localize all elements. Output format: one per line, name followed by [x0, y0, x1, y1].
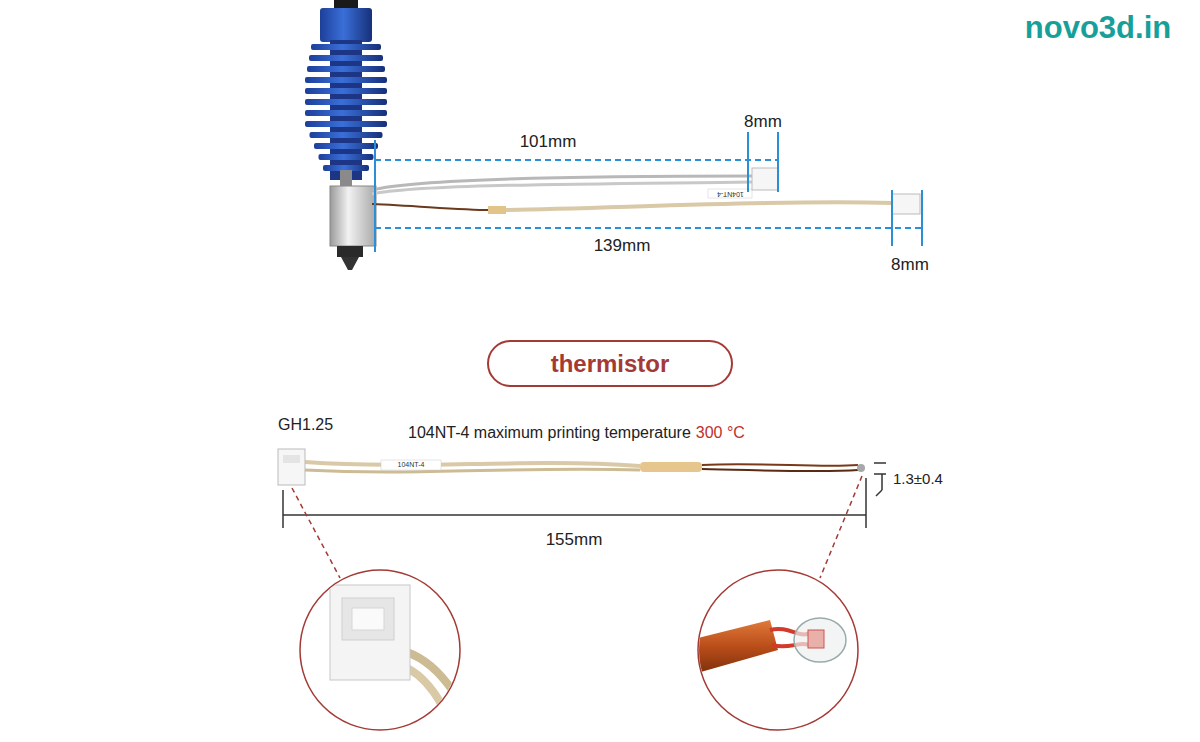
- dimension-text: 101mm: [520, 132, 577, 152]
- extension-line: [874, 473, 886, 475]
- dimension-text: 8mm: [891, 255, 929, 275]
- heatsink-fin: [310, 132, 383, 138]
- sleeve: [488, 206, 506, 214]
- glass-bead: [794, 618, 846, 662]
- dimension-text: 8mm: [744, 112, 782, 132]
- extension-line: [374, 140, 376, 252]
- dimension-line: [375, 227, 922, 229]
- extension-line: [747, 124, 749, 192]
- sticker-text: 104NT-4: [717, 190, 744, 198]
- dimension-text: 1.3±0.4: [893, 470, 943, 487]
- pill-text: thermistor: [551, 350, 670, 378]
- thermistor-lead: [372, 204, 490, 210]
- dimension-lines: [375, 124, 922, 252]
- thermistor-wire: [305, 462, 640, 466]
- thermistor-lead: [702, 464, 858, 466]
- wire-sticker: [708, 189, 752, 198]
- heatsink-fin: [311, 44, 381, 50]
- dimension-text: 139mm: [594, 236, 651, 256]
- thermistor-bead: [857, 464, 865, 472]
- heatsink-fin: [305, 77, 387, 83]
- dimension-lines: [283, 463, 886, 528]
- dimension-line: [283, 514, 866, 516]
- thermistor-connector: [892, 194, 920, 214]
- sticker-text: 104NT-4: [398, 461, 425, 469]
- heater-wire: [372, 182, 752, 194]
- extension-line: [777, 124, 779, 192]
- thermistor-wire: [305, 469, 640, 472]
- heatsink-top: [320, 8, 372, 42]
- extension-line: [874, 462, 886, 464]
- leader-line: [820, 476, 862, 578]
- heatsink-fin: [307, 66, 385, 72]
- copper-sleeve: [690, 620, 778, 675]
- nozzle-hex: [337, 246, 363, 257]
- heatsink-fin: [305, 99, 387, 105]
- heater-block: [330, 186, 376, 246]
- extension-line: [865, 478, 867, 528]
- heatsink-fin: [305, 110, 387, 116]
- heatsink-fin: [319, 154, 374, 160]
- wire-sticker: [381, 460, 441, 470]
- thermistor-closeup: [690, 570, 858, 730]
- thermistor-chip: [808, 630, 824, 648]
- connector-latch: [283, 455, 300, 463]
- thermistor-part: [278, 449, 865, 485]
- extension-line: [282, 490, 284, 528]
- extension-line: [921, 190, 923, 246]
- sleeve: [640, 462, 702, 472]
- connector-latch: [342, 598, 394, 640]
- watermark: novo3d.in: [1025, 10, 1171, 46]
- thermistor-lead: [702, 469, 858, 471]
- connector-latch: [352, 608, 384, 630]
- connector-type: GH1.25: [278, 416, 333, 434]
- magnifier-circle: [300, 570, 460, 730]
- nozzle-tip: [341, 257, 359, 270]
- connector-body: [330, 585, 410, 680]
- heater-connector: [752, 168, 778, 190]
- thermistor-wire: [506, 202, 892, 210]
- dimension-text: 155mm: [546, 530, 603, 550]
- heatsink-fin: [305, 121, 387, 127]
- hotend: [305, 0, 387, 270]
- extension-line: [891, 190, 893, 246]
- heatsink-fin: [305, 88, 387, 94]
- leader-line: [292, 488, 340, 578]
- heatsink-fin: [314, 143, 378, 149]
- heat-break: [340, 170, 352, 188]
- dimension-line: [375, 159, 778, 161]
- temperature-value: 300 °C: [696, 424, 745, 442]
- spec-text: 104NT-4 maximum printing temperature: [408, 424, 691, 442]
- dimension-line: [881, 474, 883, 490]
- wires: [372, 168, 920, 214]
- heatsink-fin: [309, 55, 383, 61]
- connector-closeup: [300, 570, 480, 740]
- connector-wire: [400, 650, 480, 740]
- title-pill: thermistor: [487, 340, 733, 387]
- dimension-line: [876, 490, 882, 496]
- gh-connector: [278, 449, 305, 485]
- leader-lines: [292, 476, 862, 578]
